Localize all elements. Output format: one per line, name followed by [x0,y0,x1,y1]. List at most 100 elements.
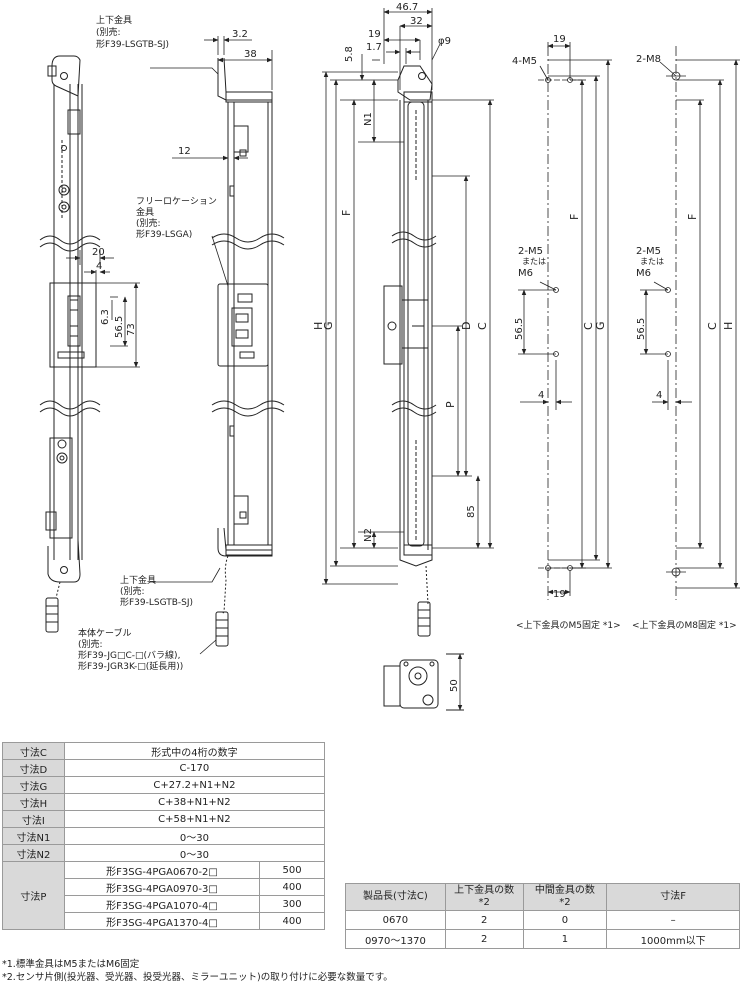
footnote-2: *2.センサ片側(投光器、受光器、投受光器、ミラーユニット)の取り付けに必要な数… [2,972,393,983]
m8-dim-H: H [722,322,735,330]
table-row: 0970〜1370 2 1 1000mm以下 [345,929,740,949]
dim-P: P [444,401,457,408]
p-model: 形F3SG-4PGA0970-3□ [63,878,261,896]
cell: 0 [522,910,608,930]
main-view-sensor [383,65,433,637]
dim-N2: N2 [363,528,374,542]
svg-text:形F39-JGR3K-□(延長用)): 形F39-JGR3K-□(延長用)) [78,660,183,672]
m5-holes-label: 4-M5 [512,56,537,67]
side-view-sensor [45,55,97,633]
m5-dim-4: 4 [538,390,544,401]
svg-text:(別売:: (別売: [120,585,145,597]
dim-56-5: 56.5 [114,316,125,338]
dimensions-view2 [150,36,273,655]
svg-text:M6: M6 [518,268,533,279]
row-label: 寸法G [2,776,65,794]
row-value: C-170 [63,759,326,777]
dim-85: 85 [466,505,477,518]
m8-dim-C: C [706,322,719,330]
svg-text:(別売:: (別売: [136,217,161,229]
m8-caption: <上下金具のM8固定 *1> [632,619,737,631]
callout-free-location: フリーロケーション 金具 (別売: 形F39-LSGA) [136,196,217,240]
callout-cable: 本体ケーブル (別売: 形F39-JG□C-□(バラ線), 形F39-JGR3K… [78,627,183,672]
cell: 2 [444,929,524,949]
dim-1-7: 1.7 [366,42,382,53]
svg-text:本体ケーブル: 本体ケーブル [78,627,131,639]
dim-32: 32 [410,16,423,27]
m5-dim-19-top: 19 [553,34,566,45]
dim-3-2: 3.2 [232,29,248,40]
bracket-quantity-table: 製品長(寸法C) 上下金具の数*2 中間金具の数*2 寸法F 0670 2 0 … [345,883,740,949]
p-model: 形F3SG-4PGA1370-4□ [63,912,261,930]
m8-dim-F: F [686,214,699,220]
dimension-drawing: 20 4 6.3 56.5 73 [39,2,740,711]
dim-19: 19 [368,29,381,40]
m8-hole-view [640,46,740,600]
row-label: 寸法N2 [2,844,65,862]
callout-bracket-top: 上下金具 (別売: 形F39-LSGTB-SJ) [96,14,169,50]
m8-mid-holes-label: 2-M5 または M6 [636,246,664,279]
row-value: C+58+N1+N2 [63,810,326,828]
dim-20: 20 [92,247,105,258]
m5-dim-G: G [594,321,607,330]
dim-4: 4 [96,261,102,272]
svg-text:または: または [522,257,546,266]
cell: 1 [522,929,608,949]
dim-50: 50 [449,679,460,692]
row-label: 寸法H [2,793,65,811]
dim-F: F [340,210,353,216]
break-marks-view3 [391,231,437,417]
cell: 1000mm以下 [606,929,740,949]
svg-text:形F39-LSGA): 形F39-LSGA) [136,228,192,240]
svg-text:フリーロケーション: フリーロケーション [136,196,217,207]
dim-73: 73 [126,323,137,336]
p-model: 形F3SG-4PGA0670-2□ [63,861,261,879]
dimensions-view1 [66,250,140,368]
cell: 0970〜1370 [345,929,446,949]
callout-bracket-bottom: 上下金具 (別売: 形F39-LSGTB-SJ) [120,574,193,608]
row-value: 形式中の4桁の数字 [63,742,326,760]
svg-text:または: または [640,257,664,266]
row-label: 寸法N1 [2,827,65,845]
m8-dim-56-5: 56.5 [636,318,647,340]
dim-N1: N1 [363,112,374,126]
m5-hole-view [518,42,612,600]
svg-text:上下金具: 上下金具 [120,574,156,586]
m5-mid-holes-label: 2-M5 または M6 [518,246,546,279]
cell: 2 [444,910,524,930]
break-marks-view2 [211,233,285,417]
svg-text:2-M5: 2-M5 [518,246,543,257]
dim-46-7: 46.7 [396,2,418,13]
m5-dim-56-5: 56.5 [514,318,525,340]
front-view-sensor [215,57,273,647]
dim-H: H [312,322,325,330]
footnote-1: *1.標準金具はM5またはM6固定 [2,959,140,970]
dim-C: C [476,322,489,330]
table-row: 形F3SG-4PGA1370-4□400 [3,912,325,930]
m8-holes-label: 2-M8 [636,54,661,65]
table-header-row: 製品長(寸法C) 上下金具の数*2 中間金具の数*2 寸法F [345,883,740,911]
svg-text:金具: 金具 [136,206,154,218]
svg-text:(別売:: (別売: [78,638,103,650]
svg-text:上下金具: 上下金具 [96,14,132,26]
end-view-bottom [383,653,464,711]
m5-caption: <上下金具のM5固定 *1> [516,619,621,631]
row-value: 0〜30 [63,844,326,862]
svg-text:形F39-LSGTB-SJ): 形F39-LSGTB-SJ) [120,596,193,608]
row-value: 0〜30 [63,827,326,845]
p-value: 500 [259,861,325,879]
dim-6-3: 6.3 [100,309,111,325]
row-label: 寸法C [2,742,65,760]
p-value: 300 [259,895,325,913]
dimensions-view3 [322,8,494,585]
row-label: 寸法D [2,759,65,777]
header-dimension-f: 寸法F [606,883,740,911]
row-label: 寸法I [2,810,65,828]
table-row: 形F3SG-4PGA0970-3□400 [3,878,325,896]
